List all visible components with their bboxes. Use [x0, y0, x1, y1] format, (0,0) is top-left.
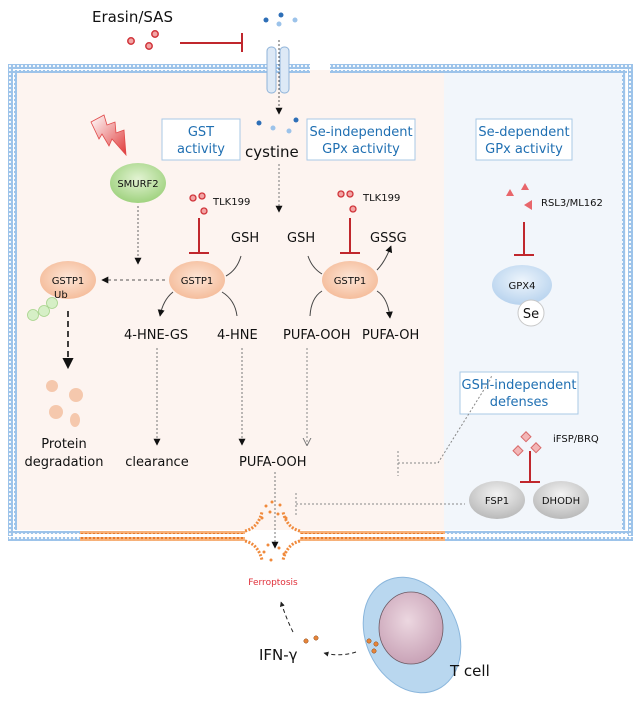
stress-lightning-icon — [90, 114, 127, 157]
tlk199-right-label: TLK199 — [362, 193, 400, 204]
t-cell-icon — [362, 576, 462, 694]
svg-text:GSTP1: GSTP1 — [334, 276, 367, 287]
svg-text:GSTP1: GSTP1 — [52, 276, 85, 287]
tlk199-label: TLK199 — [212, 197, 250, 208]
fsp1-protein: FSP1 — [469, 481, 525, 519]
selenium-site: Se — [517, 299, 545, 327]
gpx4-protein: GPX4 — [492, 265, 552, 305]
pufa-oh-label: PUFA-OH — [362, 328, 419, 343]
svg-text:GPx activity: GPx activity — [322, 142, 400, 157]
protein-fragments-icon — [46, 380, 83, 427]
cystine-intracellular-icon — [256, 117, 299, 134]
svg-text:activity: activity — [177, 142, 225, 157]
dhodh-protein: DHODH — [533, 481, 589, 519]
t-cell-label: T cell — [449, 662, 490, 680]
cell-membrane — [8, 64, 633, 541]
gsh-right-label: GSH — [287, 231, 315, 246]
svg-text:GST: GST — [188, 125, 214, 140]
svg-text:Se-dependent: Se-dependent — [478, 125, 569, 140]
gsh-right-curve — [307, 255, 323, 275]
gssg-arrow — [376, 245, 393, 271]
gstp1-protein-gpx: GSTP1 — [322, 261, 378, 299]
hne-gs-label: 4-HNE-GS — [124, 328, 188, 343]
ferroptosis-label: Ferroptosis — [248, 578, 298, 588]
pufa-ooh-curve — [309, 290, 323, 317]
svg-text:GPX4: GPX4 — [509, 281, 536, 292]
tlk199-right-inhibition-icon — [340, 218, 360, 254]
erastin-inhibition-icon — [180, 33, 243, 52]
gpx4-inhibition-line — [398, 374, 493, 464]
cystine-label: cystine — [245, 143, 299, 161]
pufa-ooh-top-label: PUFA-OOH — [283, 328, 351, 343]
tlk199-inhibition-icon — [189, 218, 209, 254]
ifsp-molecules-icon — [512, 431, 542, 457]
hne-substrate-curve — [221, 291, 238, 317]
hne-label: 4-HNE — [217, 328, 258, 343]
svg-text:GPx activity: GPx activity — [485, 142, 563, 157]
svg-text:SMURF2: SMURF2 — [117, 179, 158, 190]
lipid-bilayer-damage — [80, 500, 445, 562]
svg-text:Ub: Ub — [54, 290, 68, 301]
svg-text:GSTP1: GSTP1 — [181, 276, 214, 287]
pufa-oh-arrow — [376, 290, 393, 319]
se-independent-gpx-box: Se-independent GPx activity — [306, 118, 416, 161]
ifn-gamma-label: IFN-γ — [259, 646, 298, 664]
gsh-substrate-curve — [225, 255, 242, 277]
erastin-molecules-icon — [127, 30, 159, 50]
ifsp-inhibition-icon — [520, 451, 540, 483]
pufa-ooh-bottom-label: PUFA-OOH — [239, 455, 307, 470]
svg-text:defenses: defenses — [490, 395, 549, 410]
rsl3-molecules-icon — [506, 183, 532, 210]
gstp1-ubiquitinated-protein: GSTP1 Ub — [40, 261, 96, 301]
svg-text:GSH-independent: GSH-independent — [462, 378, 577, 393]
gstp1-protein-gst: GSTP1 — [169, 261, 225, 299]
svg-text:FSP1: FSP1 — [485, 496, 509, 507]
gsh-left-label: GSH — [231, 231, 259, 246]
protein-degradation-label-line1: Protein — [41, 437, 87, 452]
svg-text:DHODH: DHODH — [542, 496, 580, 507]
cystine-molecules-icon — [263, 12, 298, 27]
ifn-gamma-molecules-icon — [303, 635, 319, 644]
tcell-secretion-arrow — [323, 651, 357, 657]
svg-text:Se-independent: Se-independent — [309, 125, 412, 140]
protein-degradation-label-line2: degradation — [25, 455, 104, 470]
gssg-label: GSSG — [370, 231, 407, 246]
clearance-label: clearance — [125, 455, 188, 470]
tlk199-right-molecules-icon — [337, 190, 357, 213]
gst-activity-box: GST activity — [161, 118, 241, 161]
rsl3-inhibition-icon — [514, 222, 534, 256]
smurf2-protein: SMURF2 — [110, 163, 166, 203]
tlk199-molecules-icon — [189, 192, 208, 215]
svg-text:Se: Se — [523, 307, 539, 322]
cystine-transporter-icon — [266, 46, 290, 94]
gsh-independent-defenses-box: GSH-independent defenses — [459, 371, 579, 415]
ifsp-label: iFSP/BRQ — [553, 434, 599, 445]
erastin-label: Erasin/SAS — [92, 8, 173, 26]
se-dependent-gpx-box: Se-dependent GPx activity — [475, 118, 573, 161]
hne-gs-product-arrow — [157, 291, 174, 317]
ifn-to-ferroptosis-arrow — [279, 601, 294, 633]
ubiquitin-chain-icon — [27, 297, 58, 321]
rsl3-label: RSL3/ML162 — [541, 198, 603, 209]
